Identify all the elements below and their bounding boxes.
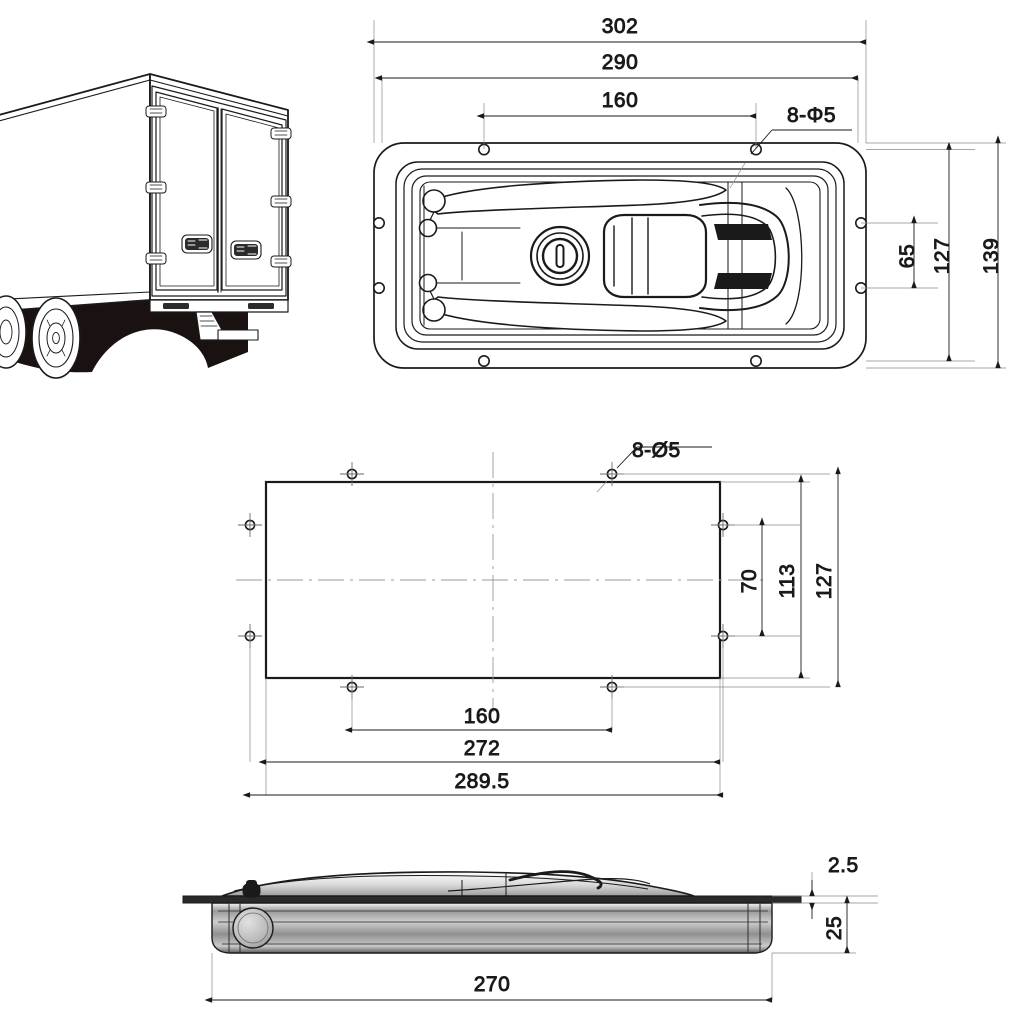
paddle-shadow-upper — [714, 224, 772, 240]
side-view-dimensions: 2.5 25 270 — [204, 854, 878, 1003]
mounting-hole-bottom-right — [749, 354, 762, 367]
truck-door-hinge-group-left — [145, 105, 167, 265]
mechanism-pivot-upper-outer — [422, 189, 446, 213]
latch-front-view — [372, 142, 867, 369]
dim-label-290: 290 — [602, 51, 639, 74]
dim-label-127-cutout: 127 — [813, 563, 836, 600]
front-view-pan-floor-edge — [411, 175, 829, 336]
dim-label-272: 272 — [464, 737, 501, 760]
side-view-flange-plate — [182, 895, 802, 904]
front-view-dimensions: 302 290 160 8-Φ5 65 127 139 — [366, 15, 1006, 369]
dim-label-2-5: 2.5 — [828, 854, 859, 877]
dim-label-127-front: 127 — [931, 238, 954, 275]
cutout-view-dimensions: 8-Ø5 70 113 127 160 272 289.5 — [242, 439, 841, 798]
dim-label-8-phi-5: 8-Φ5 — [787, 104, 836, 127]
box-truck-rear-doors-illustration — [0, 73, 292, 379]
mounting-hole-left-lower — [372, 281, 385, 294]
side-view-pivot-stud — [242, 880, 261, 898]
front-view-key-cylinder — [529, 225, 591, 287]
mechanism-arm-upper — [430, 179, 727, 215]
dim-label-289-5: 289.5 — [454, 770, 509, 793]
dim-label-160-front: 160 — [602, 89, 639, 112]
side-view-pan-body — [211, 902, 773, 954]
side-view-pan-ribs — [218, 910, 768, 945]
truck-wheel-front — [0, 295, 27, 369]
truck-rear-door-frame — [151, 85, 287, 297]
paddle-surround-inner — [701, 213, 777, 300]
mechanism-arm-lower — [430, 296, 727, 332]
mechanism-pivot-lower-inner — [418, 273, 438, 293]
dim-label-8-o-5: 8-Ø5 — [632, 439, 681, 462]
lock-keyway — [555, 244, 565, 268]
panel-cutout-and-hole-pattern — [236, 452, 766, 712]
dim-label-160-cutout: 160 — [464, 705, 501, 728]
cutout-hole-left-upper — [238, 513, 262, 537]
dim-label-25: 25 — [823, 916, 846, 940]
side-view-lock-barrel — [232, 907, 274, 949]
cutout-hole-top-left — [340, 462, 364, 486]
truck-box-side-panel — [0, 73, 151, 313]
mounting-hole-bottom-left — [477, 354, 490, 367]
latch-side-section-view — [182, 870, 802, 954]
dim-label-139: 139 — [980, 238, 1003, 275]
front-view-latch-mechanism — [418, 179, 727, 332]
truck-wheel-rear — [31, 297, 81, 379]
paddle-surround-outer — [699, 201, 790, 312]
dim-label-302: 302 — [602, 15, 639, 38]
truck-door-latch-left — [181, 234, 213, 254]
paddle-grip-ribs — [613, 217, 649, 295]
dim-label-113: 113 — [776, 564, 799, 599]
mounting-hole-left-upper — [372, 217, 385, 230]
leader-line-8o5 — [616, 446, 712, 469]
side-view-bail-handle — [508, 870, 603, 890]
truck-door-hinge-group-right — [270, 127, 292, 268]
mechanism-pivot-upper-inner — [418, 218, 438, 238]
paddle-shadow-lower — [714, 273, 772, 289]
front-view-pan-lip-inner — [403, 168, 837, 343]
truck-door-latch-right — [230, 240, 262, 260]
dim-label-270: 270 — [474, 973, 511, 996]
dim-label-70: 70 — [738, 569, 761, 593]
cutout-centre-lines — [236, 452, 766, 712]
mechanism-pivot-lower-outer — [422, 298, 446, 322]
leader-line-8phi5 — [750, 129, 852, 155]
dim-label-65: 65 — [896, 244, 919, 268]
front-view-mounting-holes — [372, 143, 867, 367]
paddle-grip-body — [602, 213, 708, 299]
front-view-paddle-handle — [602, 181, 803, 330]
